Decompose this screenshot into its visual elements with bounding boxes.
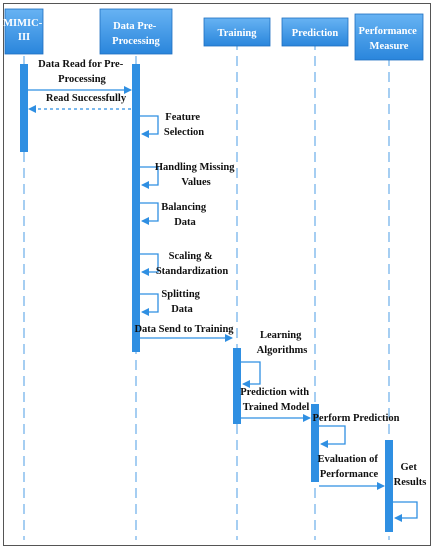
label-evaluation-1: Evaluation of [317,454,378,465]
participant-pred-line1: Prediction [292,28,339,39]
label-scaling-1: Scaling & [169,251,213,262]
diagram-frame [3,3,431,546]
label-learning-1: Learning [260,330,302,341]
svg-text:Training: Training [218,28,258,39]
selfloop-get-results [393,501,418,522]
participant-perf-line1: Performance [359,26,418,37]
message-pred-trained: Prediction with Trained Model [240,387,312,422]
label-send-training: Data Send to Training [134,324,234,335]
participant-prep-box [99,8,173,55]
message-perform-pred: Perform Prediction [313,413,400,448]
label-balancing-2: Data [174,217,196,228]
participant-pred: Prediction [281,17,349,47]
label-missing-2: Values [181,177,210,188]
svg-text:Handling Missing Values: Handling Missing Values [155,162,237,188]
svg-text:MIMIC- III: MIMIC- III [3,18,45,43]
message-learning: Learning Algorithms [241,330,308,388]
svg-text:Evaluation of Performanc: Evaluation of Performance [317,454,380,480]
activation-perf [385,440,393,532]
participant-perf-line2: Measure [370,41,409,52]
selfloop-perform-pred [319,425,346,448]
message-splitting: Splitting Data [140,289,202,316]
selfloop-missing-values [140,166,159,189]
svg-text:Data Send to Training: Data Send to Training [134,324,234,335]
svg-text:Perform Prediction: Perform Prediction [313,413,400,424]
participant-mimic-box [4,8,44,55]
message-get-results: Get Results [393,462,427,522]
svg-text:Get Results: Get Results [394,462,427,488]
participant-train-box [203,17,271,47]
message-read-success: Read Successfully [28,93,131,113]
participant-prep-line1: Data Pre- [113,21,157,32]
participant-train: Training [203,17,271,47]
svg-text:Read Successfully: Read Successfully [46,93,127,104]
svg-text:Splitting Data: Splitting Data [161,289,202,315]
label-learning-2: Algorithms [257,345,308,356]
message-feature-selection: Feature Selection [140,112,204,138]
label-splitting-1: Splitting [161,289,200,300]
label-feature-2: Selection [164,127,204,138]
label-perform-pred: Perform Prediction [313,413,400,424]
message-data-read: Data Read for Pre- Processing [28,59,132,94]
participant-perf: Performance Measure [354,13,424,61]
svg-text:Data Read for Pre- Proce: Data Read for Pre- Processing [38,59,126,85]
svg-text:Balancing Data: Balancing Data [161,202,209,228]
message-scaling: Scaling & Standardization [140,251,228,277]
label-scaling-2: Standardization [156,266,229,277]
activation-pred [311,404,319,482]
label-balancing-1: Balancing [161,202,207,213]
activation-prep [132,64,140,352]
svg-text:Learning Algorithms: Learning Algorithms [257,330,308,356]
activation-mimic [20,64,28,152]
svg-text:Scaling & Standardizatio: Scaling & Standardization [156,251,229,277]
label-data-read-1: Data Read for Pre- [38,59,124,70]
message-evaluation: Evaluation of Performance [317,454,385,490]
label-feature-1: Feature [165,112,200,123]
svg-text:Prediction with Trained: Prediction with Trained Model [240,387,312,413]
participant-prep: Data Pre- Processing [99,8,173,55]
label-pred-trained-2: Trained Model [243,402,310,413]
label-get-results-2: Results [394,477,427,488]
participant-pred-box [281,17,349,47]
participant-mimic: MIMIC- III [3,8,45,55]
selfloop-feature-selection [140,115,159,138]
label-missing-1: Handling Missing [155,162,235,173]
participant-train-line1: Training [218,28,258,39]
label-evaluation-2: Performance [320,469,379,480]
selfloop-splitting [140,293,159,316]
participant-mimic-line1: MIMIC- [3,18,43,29]
svg-text:Performance Measure: Performance Measure [359,26,420,52]
label-pred-trained-1: Prediction with [240,387,309,398]
label-read-success: Read Successfully [46,93,127,104]
selfloop-learning [241,361,261,388]
activation-bars [20,64,393,532]
label-data-read-2: Processing [58,74,106,85]
activation-train [233,348,241,424]
message-balancing: Balancing Data [140,202,209,228]
participant-mimic-line2: III [18,32,30,43]
label-splitting-2: Data [171,304,193,315]
selfloop-balancing [140,202,159,225]
participant-perf-box [354,13,424,61]
participant-prep-line2: Processing [112,36,160,47]
selfloop-scaling [140,253,159,276]
label-get-results-1: Get [401,462,418,473]
svg-text:Feature Selection: Feature Selection [164,112,204,138]
svg-text:Data Pre- Processing: Data Pre- Processing [112,21,160,47]
message-missing-values: Handling Missing Values [140,162,237,189]
message-send-training: Data Send to Training [134,324,234,342]
svg-text:Prediction: Prediction [292,28,339,39]
lifelines [23,40,390,540]
